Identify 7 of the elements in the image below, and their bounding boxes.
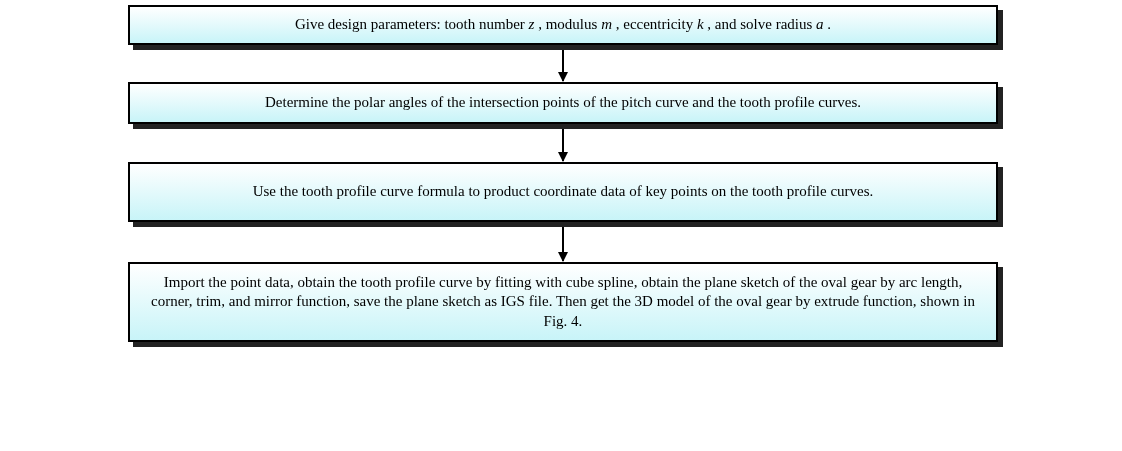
step-text: Determine the polar angles of the intersection points of the pitch curve and the tooth profile curves. — [264, 93, 862, 113]
arrow — [558, 128, 568, 162]
arrow — [558, 226, 568, 262]
step-text: Give design parameters: tooth number z , modulus m , eccentricity k , and solve radius a . — [294, 15, 832, 35]
arrow — [558, 49, 568, 82]
step-text: Use the tooth profile curve formula to product coordinate data of key points on the tooth profile curves. — [252, 182, 874, 202]
step-text: Import the point data, obtain the tooth profile curve by fitting with cube spline, obtain the plane sketch of the oval gear by arc length, corner, trim, and mirror function, save the plane sketch as IGS file. Then get the 3D model of the oval gear by extrude function, shown in Fig. 4. — [150, 272, 976, 331]
